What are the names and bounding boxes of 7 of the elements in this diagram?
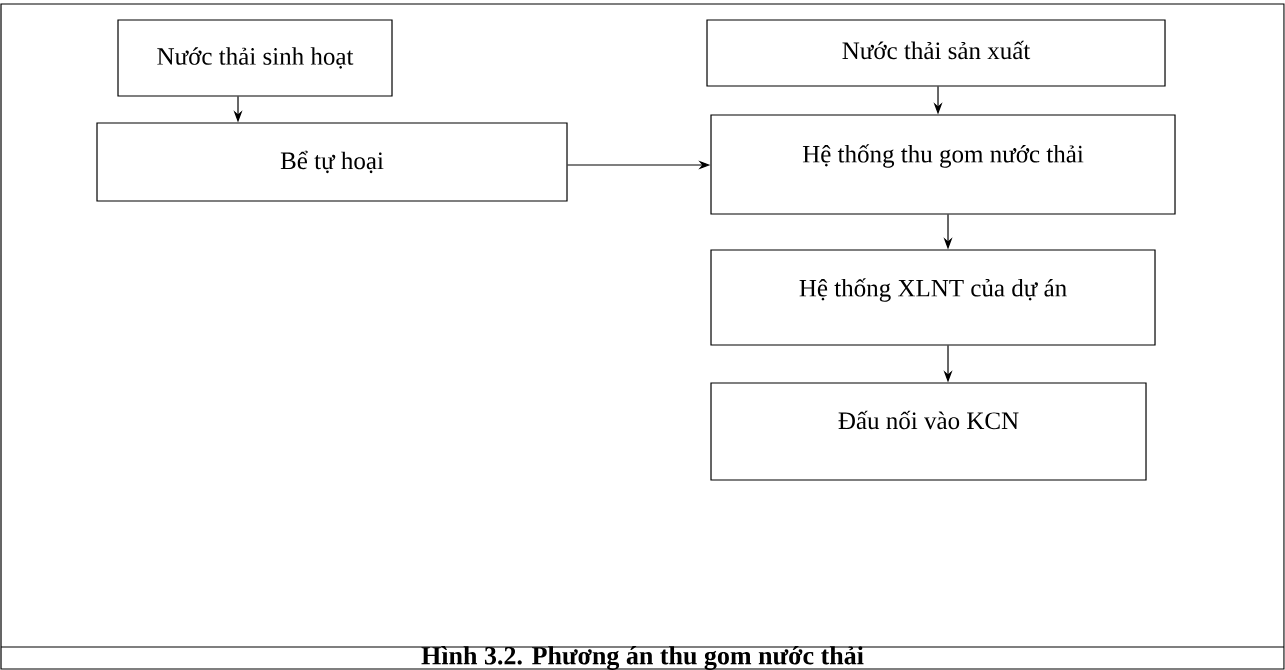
process-box: Bể tự hoại [96,122,568,202]
caption: Hình 3.2. Phương án thu gom nước thải [421,646,864,670]
process-box: Hệ thống XLNT của dự án [710,249,1156,346]
process-box: Nước thải sản xuất [706,19,1166,87]
process-box: Nước thải sinh hoạt [117,19,393,97]
process-box: Đấu nối vào KCN [710,382,1147,481]
process-box: Hệ thống thu gom nước thải [710,114,1176,215]
